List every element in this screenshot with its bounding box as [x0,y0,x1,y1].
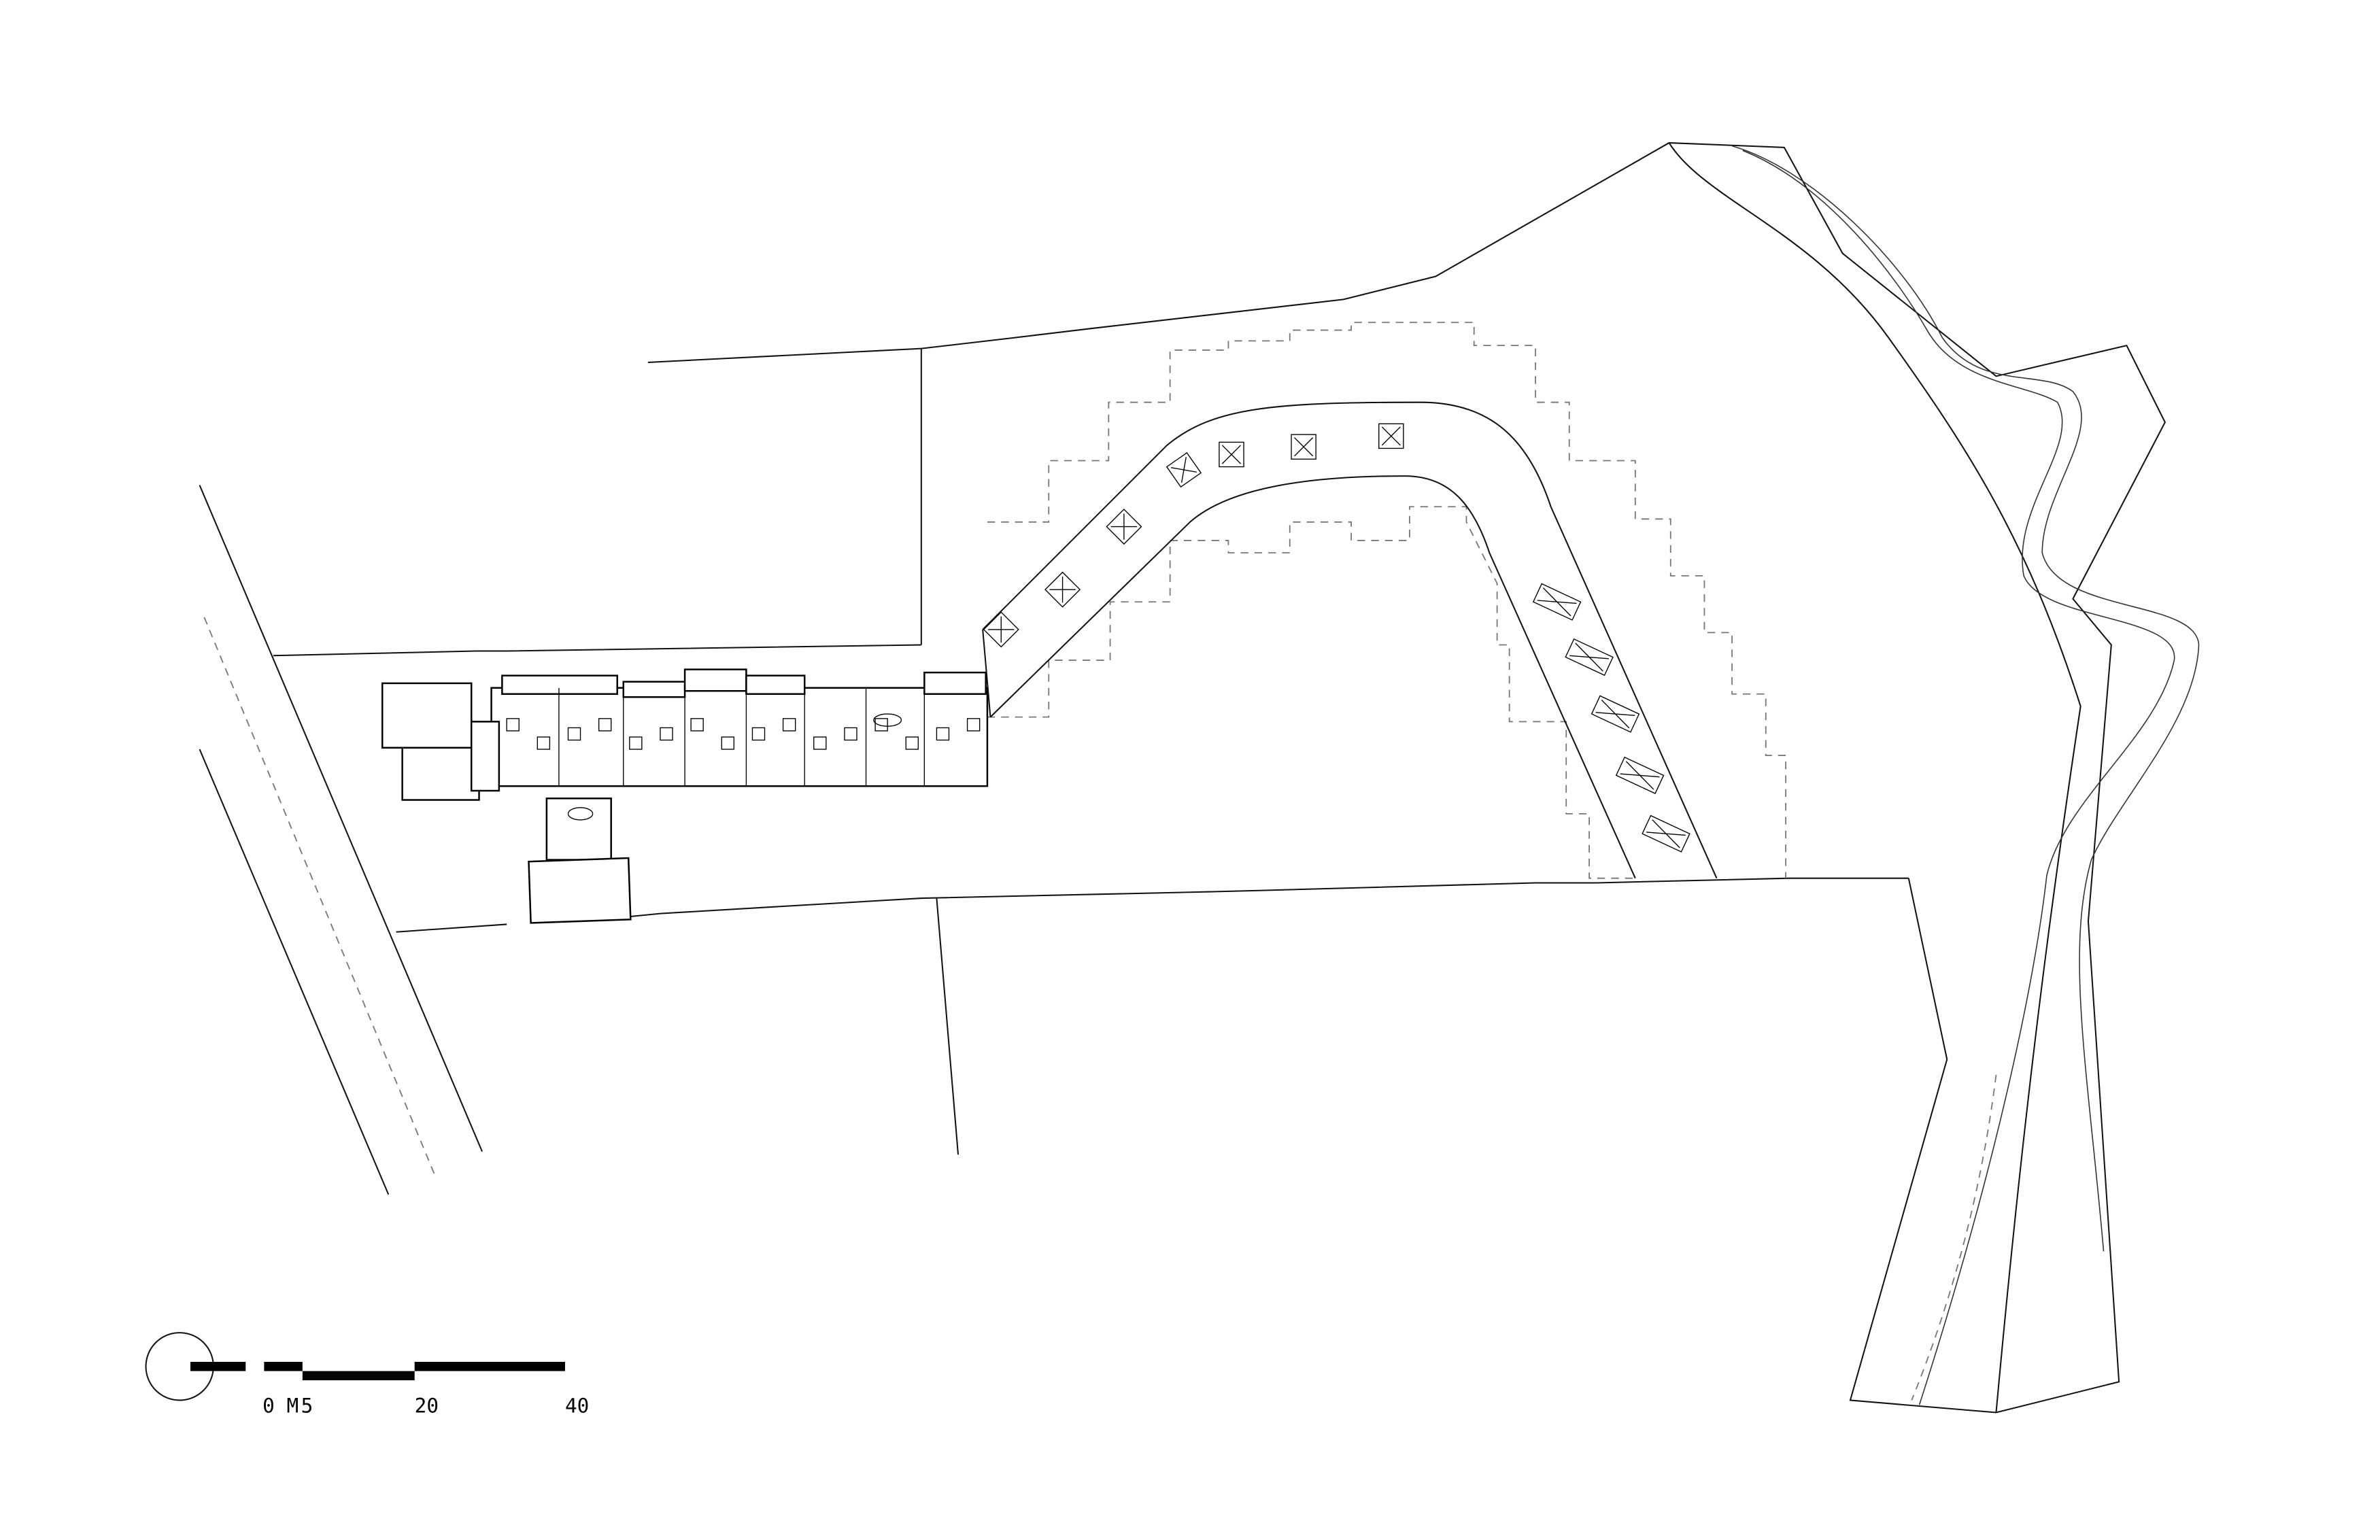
curved-building [982,401,1718,879]
room-fixture [598,718,612,732]
room-fixture [813,736,827,750]
skylight-icon [1591,695,1640,733]
scale-tick-5: 5 [301,1394,313,1418]
skylight-icon [1615,756,1665,794]
main-building [381,668,989,924]
room-fixture [874,718,888,732]
room-fixture [537,736,551,750]
room-fixture [936,727,950,741]
skylight-icon [1378,423,1404,449]
skylight-icon [1291,434,1316,460]
skylight-icon [1219,441,1244,468]
room-fixture [905,736,919,750]
river [1668,142,2200,1413]
skylight-icon [983,611,1019,648]
skylight-icon [1642,815,1690,853]
skylight-icon [1532,583,1582,621]
scale-tick-40: 40 [565,1394,589,1418]
skylight-icon [1106,509,1142,545]
skylight-icon [1166,451,1202,488]
scale-tick-20: 20 [415,1394,439,1418]
room-fixture [721,736,735,750]
room-fixture [844,727,857,741]
west-road [199,485,483,1195]
skylight-icon [1044,571,1081,608]
room-fixture [660,727,673,741]
scale-unit-label: 0 M [262,1394,299,1418]
room-fixture [782,718,796,732]
room-fixture [966,718,981,732]
room-fixture [567,727,581,741]
landscape-outline [987,322,1787,879]
room-fixture [690,718,704,732]
skylight-icon [1565,638,1614,677]
room-fixture [506,718,520,732]
scale-bar: 0 M 5 20 40 [145,1332,589,1418]
room-fixture [629,736,643,750]
room-fixture [751,727,766,741]
